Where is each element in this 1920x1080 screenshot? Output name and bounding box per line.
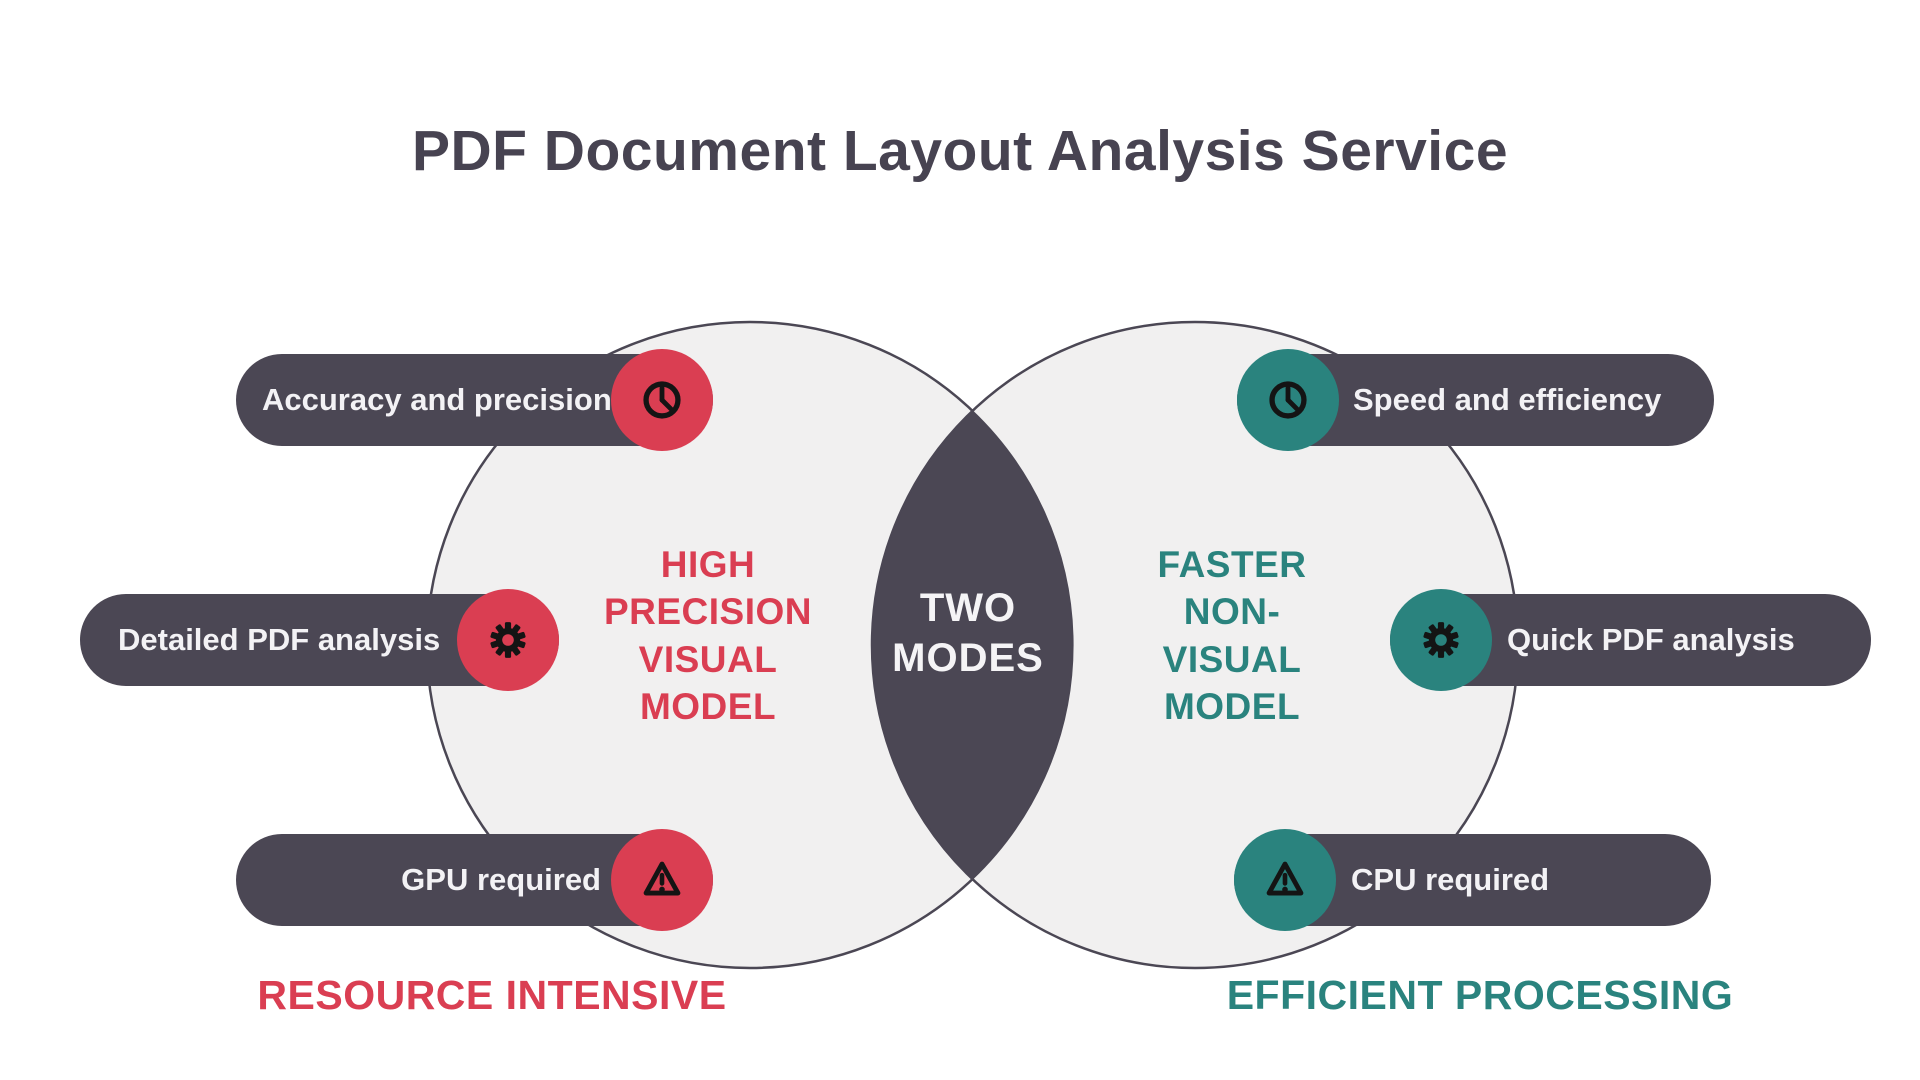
warning-icon (1234, 829, 1336, 931)
page-title: PDF Document Layout Analysis Service (411, 119, 1509, 183)
left-circle-label-line: HIGH (660, 544, 756, 585)
feature-pill-label: Quick PDF analysis (1507, 622, 1795, 657)
warning-icon (611, 829, 713, 931)
left-circle-label-line: PRECISION (603, 591, 813, 633)
left-circle-label: HIGH PRECISION VISUAL MODEL (548, 541, 868, 730)
right-circle-label-line: VISUAL (1162, 638, 1302, 680)
clock-icon (1237, 349, 1339, 451)
left-circle-label-line: MODEL (639, 686, 777, 728)
feature-pill-label: Detailed PDF analysis (118, 622, 441, 657)
feature-pill-label: GPU required (401, 862, 601, 897)
overlap-label: TWO MODES (858, 583, 1078, 683)
right-circle-label-line: NON- (1183, 591, 1281, 633)
gear-icon (1390, 589, 1492, 691)
overlap-label-line: TWO (919, 586, 1017, 630)
left-circle-label-line: VISUAL (638, 638, 778, 680)
overlap-label-line: MODES (892, 636, 1044, 680)
right-circle-label: FASTER NON- VISUAL MODEL (1072, 541, 1392, 730)
feature-pill-label: CPU required (1351, 862, 1550, 897)
right-circle-label-line: FASTER (1157, 544, 1307, 585)
feature-pill-label: Accuracy and precision (262, 382, 612, 417)
efficient-processing-label: EFFICIENT PROCESSING (1226, 972, 1734, 1018)
overlap-lens (871, 409, 1074, 881)
gear-icon (457, 589, 559, 691)
clock-icon (611, 349, 713, 451)
feature-pill-label: Speed and efficiency (1353, 382, 1662, 417)
resource-intensive-label: RESOURCE INTENSIVE (257, 972, 727, 1018)
right-circle-label-line: MODEL (1163, 686, 1301, 728)
